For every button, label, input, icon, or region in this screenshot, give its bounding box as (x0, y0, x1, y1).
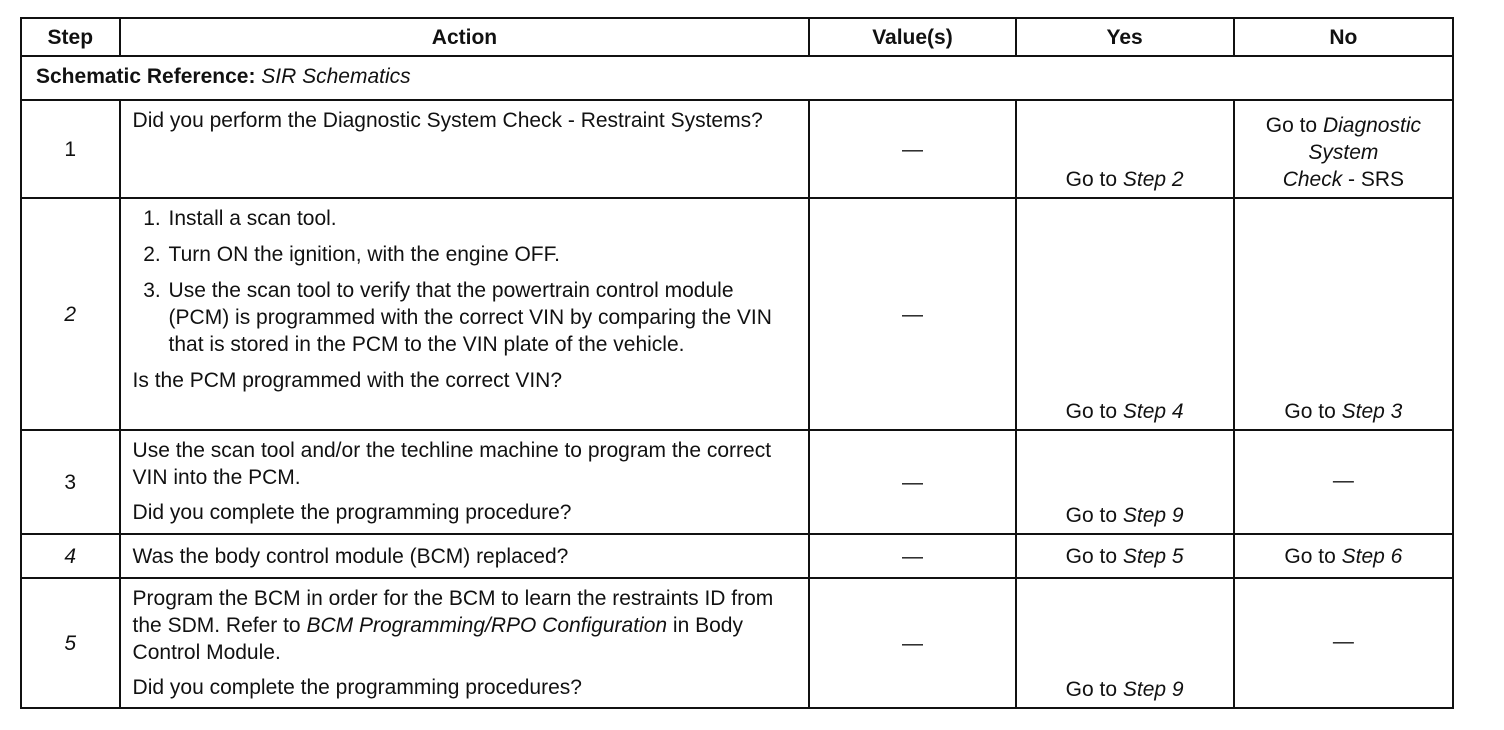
list-item: Use the scan tool to verify that the pow… (167, 277, 799, 358)
schematic-label: Schematic Reference: (36, 65, 256, 88)
yes-cell: Go to Step 5 (1014, 533, 1235, 579)
schematic-link[interactable]: SIR Schematics (261, 65, 411, 88)
no-prefix: Go to (1284, 545, 1342, 568)
header-row: Step Action Value(s) Yes No (20, 17, 1455, 57)
yes-link[interactable]: Step 2 (1122, 168, 1184, 191)
list-item: Install a scan tool. (167, 205, 799, 232)
no-link[interactable]: Step 6 (1341, 545, 1403, 568)
step-number: 4 (20, 533, 121, 579)
header-step: Step (20, 17, 121, 57)
yes-prefix: Go to (1065, 504, 1123, 527)
no-suffix: - SRS (1342, 168, 1405, 191)
yes-link[interactable]: Step 9 (1122, 504, 1184, 527)
value-cell: — (808, 429, 1017, 535)
action-text: Program the BCM in order for the BCM to … (133, 585, 799, 666)
no-cell: Go to Step 3 (1232, 197, 1455, 431)
no-prefix: Go to (1265, 114, 1323, 137)
action-cell: Install a scan tool. Turn ON the ignitio… (118, 197, 811, 431)
schematic-reference: Schematic Reference: SIR Schematics (20, 55, 1454, 101)
step-number: 3 (20, 429, 121, 535)
table-row: 1 Did you perform the Diagnostic System … (20, 99, 1455, 199)
header-values: Value(s) (808, 17, 1017, 57)
value-cell: — (808, 577, 1017, 709)
table-row: 2 Install a scan tool. Turn ON the ignit… (20, 197, 1455, 431)
yes-cell: Go to Step 9 (1014, 577, 1235, 709)
action-text: Did you perform the Diagnostic System Ch… (132, 109, 763, 132)
action-question: Did you complete the programming procedu… (132, 676, 582, 699)
yes-cell: Go to Step 2 (1014, 99, 1235, 199)
yes-cell: Go to Step 9 (1014, 429, 1235, 535)
action-question: Did you complete the programming procedu… (132, 501, 572, 524)
yes-link[interactable]: Step 5 (1122, 545, 1184, 568)
diagnostic-table: Step Action Value(s) Yes No Schematic Re… (20, 17, 1455, 709)
step-number: 1 (20, 99, 121, 199)
list-item: Turn ON the ignition, with the engine OF… (167, 241, 799, 268)
no-prefix: Go to (1284, 400, 1342, 423)
action-cell: Program the BCM in order for the BCM to … (118, 577, 811, 709)
yes-prefix: Go to (1065, 678, 1123, 701)
no-link-part1[interactable]: Diagnostic System (1308, 114, 1421, 164)
yes-prefix: Go to (1065, 168, 1123, 191)
yes-link[interactable]: Step 4 (1122, 400, 1184, 423)
action-question: Is the PCM programmed with the correct V… (132, 369, 563, 392)
no-cell: — (1232, 429, 1455, 535)
no-link-part2[interactable]: Check (1282, 168, 1343, 191)
yes-cell: Go to Step 4 (1014, 197, 1235, 431)
no-cell: Go to Diagnostic System Check - SRS (1232, 99, 1455, 199)
action-text-post: in Body Control Module. (132, 614, 743, 664)
yes-link[interactable]: Step 9 (1122, 678, 1184, 701)
header-no: No (1232, 17, 1455, 57)
table-row: 3 Use the scan tool and/or the techline … (20, 429, 1455, 535)
action-text-pre: Program the BCM in order for the BCM to … (132, 587, 774, 637)
action-text: Was the body control module (BCM) replac… (132, 544, 569, 568)
no-link[interactable]: Step 3 (1341, 400, 1403, 423)
schematic-row: Schematic Reference: SIR Schematics (20, 55, 1454, 101)
action-cell: Was the body control module (BCM) replac… (118, 533, 811, 579)
action-steps-list: Install a scan tool. Turn ON the ignitio… (133, 205, 799, 358)
action-reference-link[interactable]: BCM Programming/RPO Configuration (306, 614, 668, 637)
header-action: Action (118, 17, 811, 57)
step-number: 5 (20, 577, 121, 709)
no-cell: Go to Step 6 (1232, 533, 1455, 579)
value-cell: — (808, 99, 1017, 199)
table-row: 5 Program the BCM in order for the BCM t… (20, 577, 1455, 709)
action-text: Use the scan tool and/or the techline ma… (132, 439, 772, 489)
table-row: 4 Was the body control module (BCM) repl… (20, 533, 1455, 579)
action-cell: Did you perform the Diagnostic System Ch… (118, 99, 811, 199)
step-number: 2 (20, 197, 121, 431)
value-cell: — (808, 533, 1017, 579)
value-cell: — (808, 197, 1017, 431)
action-cell: Use the scan tool and/or the techline ma… (118, 429, 811, 535)
header-yes: Yes (1014, 17, 1235, 57)
yes-prefix: Go to (1065, 545, 1123, 568)
no-cell: — (1232, 577, 1455, 709)
yes-prefix: Go to (1065, 400, 1123, 423)
